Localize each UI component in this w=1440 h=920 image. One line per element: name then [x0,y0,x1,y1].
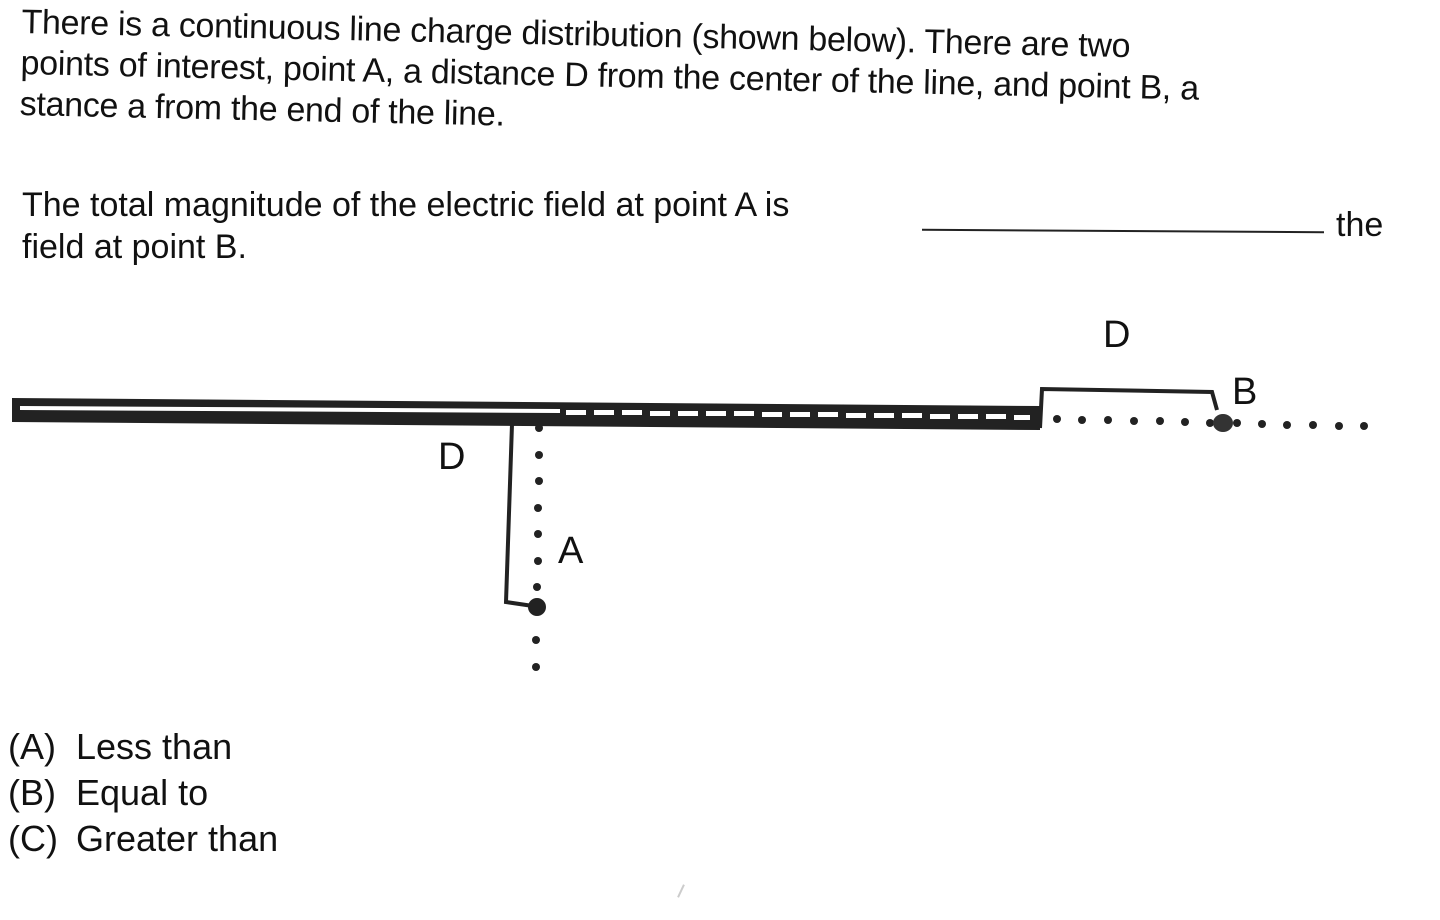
option-c[interactable]: (C) Greater than [8,816,278,862]
point-B-marker [1213,414,1233,432]
answer-options: (A) Less than (B) Equal to (C) Greater than [8,724,278,862]
option-letter: (C) [8,818,58,859]
label-point-B: B [1232,371,1258,413]
option-text: Greater than [76,818,279,859]
question-intro: There is a continuous line charge distri… [19,2,1200,151]
label-distance-D-horizontal: D [1103,314,1131,356]
label-point-A: A [558,530,584,572]
line-charge-rod [12,398,1040,430]
diagram-drawing [12,386,1368,671]
dotted-line-horizontal [1053,415,1368,430]
option-text: Equal to [76,772,209,813]
label-distance-D-vertical: D [438,436,466,478]
option-letter: (B) [8,772,56,813]
option-b[interactable]: (B) Equal to [8,770,278,816]
distance-D-bracket-vertical [503,418,536,608]
prompt-text-before-blank: The total magnitude of the electric fiel… [22,186,790,224]
prompt-text-line-2: field at point B. [22,228,247,266]
option-a[interactable]: (A) Less than [8,724,278,770]
pencil-mark [677,884,685,898]
answer-blank [921,228,1325,234]
option-letter: (A) [8,726,56,767]
point-A-marker [528,598,546,616]
dotted-line-vertical [532,424,543,671]
prompt-text-after-blank: the [1336,206,1384,244]
distance-D-bracket-horizontal [1038,386,1219,429]
option-text: Less than [76,726,233,767]
